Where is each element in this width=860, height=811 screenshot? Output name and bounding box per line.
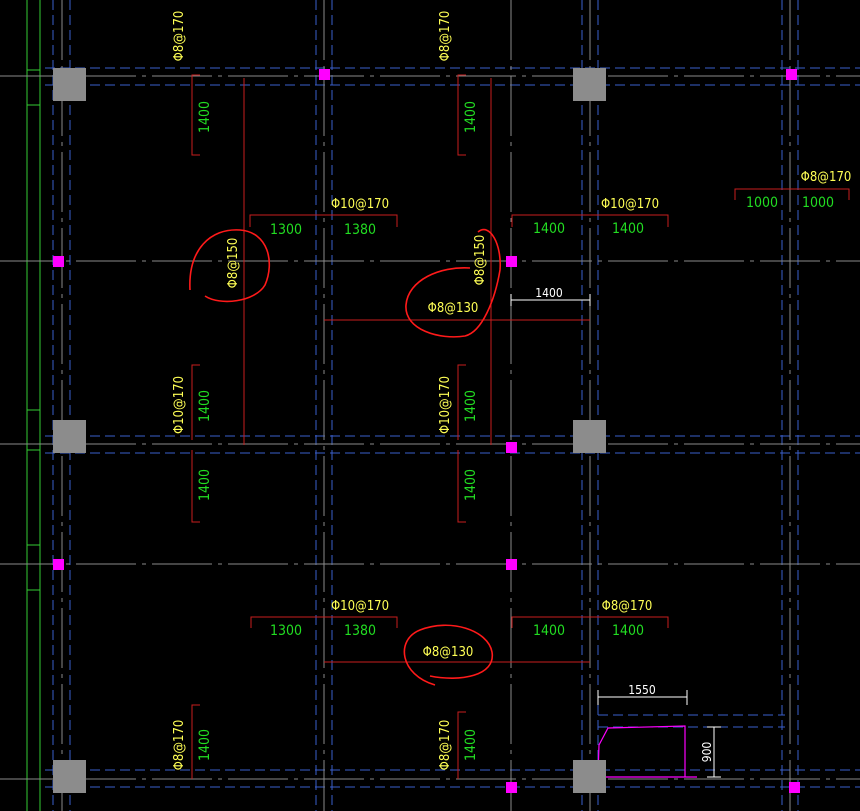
markup-circle [405, 229, 501, 338]
rebar-spec-label: Φ10@170 [438, 376, 453, 434]
columns [53, 68, 606, 793]
rebar-spec-label: Φ8@170 [438, 720, 453, 771]
node-marker [506, 256, 517, 267]
length-label: 1380 [344, 222, 376, 238]
length-label: 1300 [270, 623, 302, 639]
rebar-spec-label: Φ10@170 [331, 197, 389, 212]
node-marker [319, 69, 330, 80]
column [573, 760, 606, 793]
annotation-label: Φ8@150 [226, 238, 241, 289]
vertical-rebar-labels: Φ8@170 Φ8@170 Φ10@170 Φ10@170 Φ8@170 Φ8@… [172, 11, 453, 771]
markup-circle [189, 229, 271, 303]
length-label: 1400 [197, 101, 213, 133]
annotation-label: Φ8@130 [428, 301, 479, 316]
column [573, 420, 606, 453]
opening-outline [597, 725, 697, 778]
length-label: 1000 [746, 195, 778, 211]
length-label: 1400 [612, 623, 644, 639]
node-marker [53, 559, 64, 570]
length-label: 1400 [463, 729, 479, 761]
node-marker [789, 782, 800, 793]
rebar-spec-label: Φ8@170 [438, 11, 453, 62]
dimension-label: 900 [700, 742, 714, 763]
markup-circle [403, 624, 493, 686]
rebar-spec-label: Φ8@170 [172, 11, 187, 62]
dimension-label: 1400 [535, 286, 563, 300]
rebar-spec-label: Φ10@170 [172, 376, 187, 434]
length-label: 1300 [270, 222, 302, 238]
length-label: 1400 [612, 221, 644, 237]
beam-lines [45, 0, 860, 811]
length-label: 1000 [802, 195, 834, 211]
length-label: 1400 [197, 390, 213, 422]
length-label: 1400 [463, 469, 479, 501]
rebar-spec-label: Φ8@170 [602, 599, 653, 614]
rebar-lines [191, 74, 850, 779]
node-marker [506, 782, 517, 793]
markup-circles [189, 229, 501, 686]
dimension-label: 1550 [628, 683, 656, 697]
rebar-spec-label: Φ10@170 [331, 599, 389, 614]
column [53, 420, 86, 453]
node-marker [506, 559, 517, 570]
grid-nodes [53, 69, 800, 793]
length-label: 1400 [533, 623, 565, 639]
rebar-spec-label: Φ10@170 [601, 197, 659, 212]
rebar-spec-label: Φ8@170 [172, 720, 187, 771]
column [53, 760, 86, 793]
column [53, 68, 86, 101]
node-marker [53, 256, 64, 267]
length-label: 1400 [463, 101, 479, 133]
annotation-label: Φ8@150 [473, 235, 488, 286]
length-label: 1380 [344, 623, 376, 639]
dimension-lines [510, 294, 721, 778]
slab-edge-outline [26, 0, 41, 811]
rebar-spec-label: Φ8@170 [801, 170, 852, 185]
top-row-labels: Φ10@170 1300 1380 Φ10@170 1400 1400 Φ8@1… [270, 170, 851, 238]
length-label: 1400 [197, 729, 213, 761]
node-marker [786, 69, 797, 80]
length-label: 1400 [197, 469, 213, 501]
annotation-label: Φ8@130 [423, 645, 474, 660]
length-label: 1400 [463, 390, 479, 422]
dimension-texts: 1400 1550 900 [535, 286, 714, 762]
circled-annotations: Φ8@150 Φ8@150 Φ8@130 Φ8@130 [226, 235, 488, 660]
vertical-length-labels: 1400 1400 1400 1400 1400 1400 1400 1400 [197, 101, 479, 761]
bottom-row-labels: Φ10@170 1300 1380 Φ8@170 1400 1400 [270, 599, 652, 639]
node-marker [506, 442, 517, 453]
length-label: 1400 [533, 221, 565, 237]
column [573, 68, 606, 101]
